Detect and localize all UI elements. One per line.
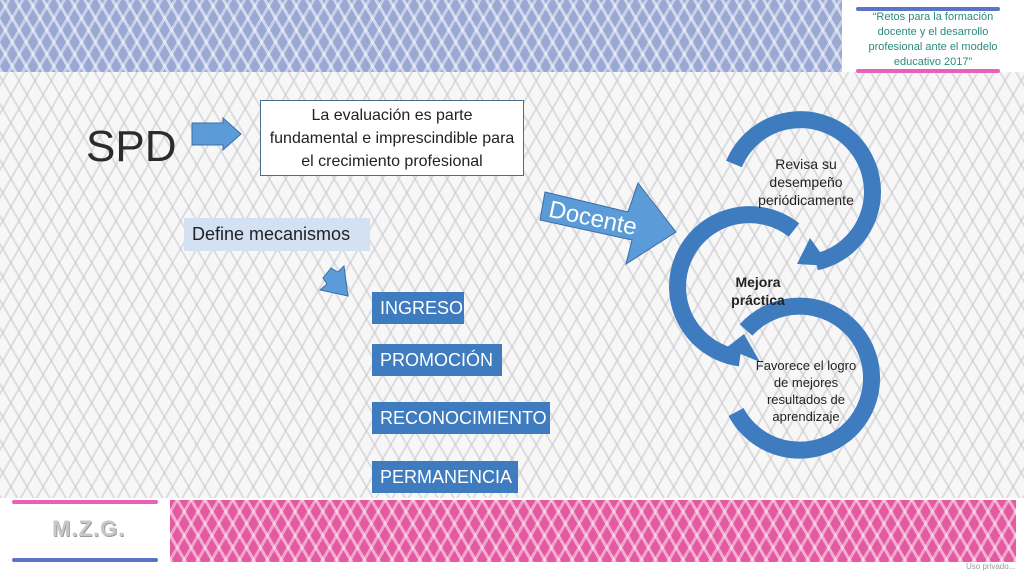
arrow-down-right-icon	[318, 264, 349, 297]
footer-initials-box	[0, 500, 170, 562]
mechanism-reconocimiento: RECONOCIMIENTO	[372, 402, 550, 434]
docente-arrow-icon	[539, 181, 677, 266]
spd-label: SPD	[86, 122, 177, 171]
mechanism-promocion: PROMOCIÓN	[372, 344, 502, 376]
evaluation-box: La evaluación es parte fundamental e imp…	[260, 100, 524, 176]
evaluation-text: La evaluación es parte fundamental e imp…	[269, 106, 515, 170]
header-line-top	[856, 7, 1000, 11]
bottom-pink-band	[170, 500, 1016, 562]
footer-note: Uso privado...	[966, 562, 1016, 571]
cycle-top-arc	[726, 111, 881, 271]
arrow-right-icon	[191, 116, 242, 152]
mechanism-ingreso: INGRESO	[372, 292, 464, 324]
footer-line-pink	[12, 500, 158, 504]
cycle-top-arrowhead-icon	[797, 238, 830, 266]
cycle-bottom-arc	[728, 297, 881, 459]
define-mechanisms-label: Define mecanismos	[184, 218, 370, 251]
footer-initials: M.Z.G.	[52, 516, 126, 541]
cycle-middle-text: Mejora práctica	[731, 274, 785, 308]
cycle-bottom-text: Favorece el logro de mejores resultados …	[755, 358, 857, 424]
top-pattern-band	[0, 0, 842, 72]
header-line-bottom	[856, 69, 1000, 73]
header-title: “Retos para la formación docente y el de…	[868, 11, 998, 68]
header-title-box	[842, 0, 1024, 72]
cycle-top-text: Revisa su desempeño periódicamente	[758, 156, 854, 208]
cycle-middle-arc	[669, 206, 800, 367]
footer-line-blue	[12, 558, 158, 562]
mechanism-permanencia: PERMANENCIA	[372, 461, 518, 493]
cycle-middle-arrowhead-icon	[726, 334, 760, 362]
